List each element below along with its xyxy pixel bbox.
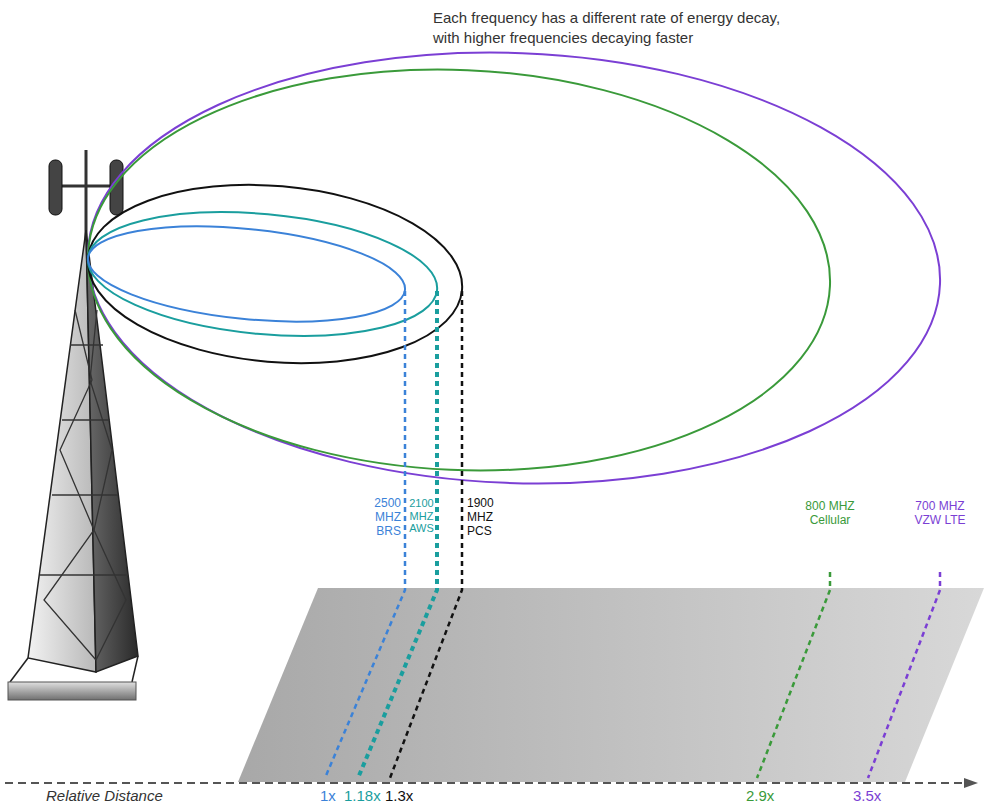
frequency-label: 1900 MHZ PCS [467, 497, 503, 538]
axis-label: Relative Distance [46, 787, 163, 804]
distance-axis [5, 778, 978, 788]
distance-multiplier: 3.5x [853, 787, 881, 804]
distance-multiplier: 2.9x [746, 787, 774, 804]
diagram-title: Each frequency has a different rate of e… [433, 8, 798, 49]
ground-plane [238, 588, 984, 782]
frequency-label: 700 MHZ VZW LTE [905, 500, 975, 528]
frequency-label: 2100 MHZ AWS [409, 497, 434, 535]
coverage-ellipses [79, 37, 948, 499]
distance-multiplier: 1.3x [385, 787, 413, 804]
distance-drop-lines [325, 291, 940, 778]
distance-multiplier: 1.18x [344, 787, 381, 804]
frequency-label: 2500 MHZ BRS [366, 497, 401, 538]
distance-multiplier: 1x [320, 787, 336, 804]
frequency-label: 800 MHZ Cellular [795, 500, 865, 528]
cell-tower [8, 150, 138, 700]
